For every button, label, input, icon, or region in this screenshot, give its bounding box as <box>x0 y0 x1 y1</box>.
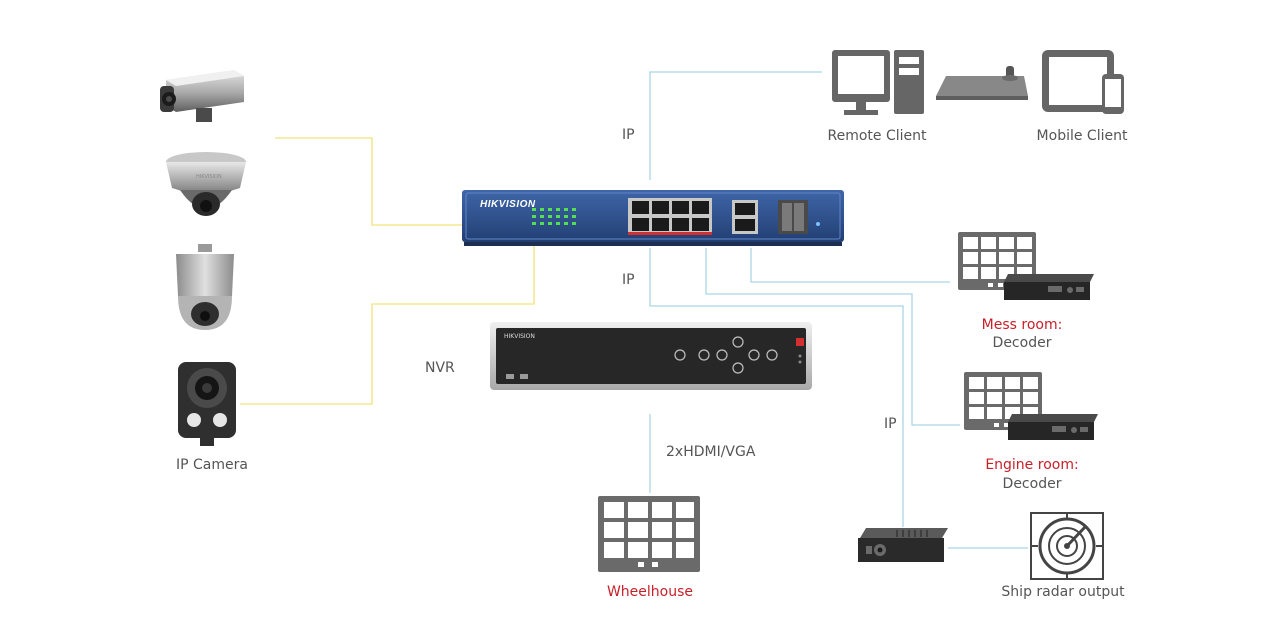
speed-dome-camera <box>176 244 234 330</box>
camera-link-upper <box>275 137 462 226</box>
ip-camera-label: IP Camera <box>176 457 248 473</box>
mobile-client-devices <box>1042 50 1124 114</box>
ip-label-middle: IP <box>622 272 635 288</box>
ship-radar-label: Ship radar output <box>1001 584 1125 600</box>
poe-switch <box>462 190 844 246</box>
video-encoder <box>858 528 948 562</box>
switch-brand-logo: HIKVISION <box>480 199 536 210</box>
keyboard-controller <box>936 66 1028 100</box>
nvr-label: NVR <box>425 360 455 376</box>
svg-text:HIKVISION: HIKVISION <box>196 174 222 180</box>
box-camera <box>178 362 236 446</box>
engine-room-decoder <box>1008 414 1098 440</box>
ship-radar-icon <box>1030 512 1104 580</box>
dome-camera: HIKVISION <box>166 152 246 216</box>
ip-link-mess-room <box>750 248 950 283</box>
mobile-client-label: Mobile Client <box>1036 128 1128 144</box>
ip-label-top: IP <box>622 127 635 143</box>
camera-link-lower <box>240 245 535 405</box>
wheelhouse-label: Wheelhouse <box>606 584 694 600</box>
mess-room-decoder <box>1004 274 1094 300</box>
engine-room-label: Engine room: <box>985 457 1079 473</box>
ip-link-engine-room <box>705 248 960 426</box>
wheelhouse-video-wall <box>598 496 700 572</box>
ip-label-right: IP <box>884 416 897 432</box>
remote-client-label: Remote Client <box>827 128 927 144</box>
remote-client-pc <box>832 50 924 115</box>
nvr-recorder <box>490 322 812 390</box>
ip-link-encoder <box>649 248 904 527</box>
mess-room-label: Mess room: <box>981 317 1063 333</box>
nvr-brand-logo: HIKVISION <box>504 333 535 340</box>
engine-room-decoder-label: Decoder <box>1002 476 1062 492</box>
ip-links <box>649 71 1028 549</box>
camera-links <box>240 137 535 405</box>
mess-room-decoder-label: Decoder <box>992 335 1052 351</box>
hdmi-vga-label: 2xHDMI/VGA <box>666 444 756 460</box>
ip-link-remote-client <box>649 71 822 180</box>
bullet-camera <box>160 70 244 122</box>
